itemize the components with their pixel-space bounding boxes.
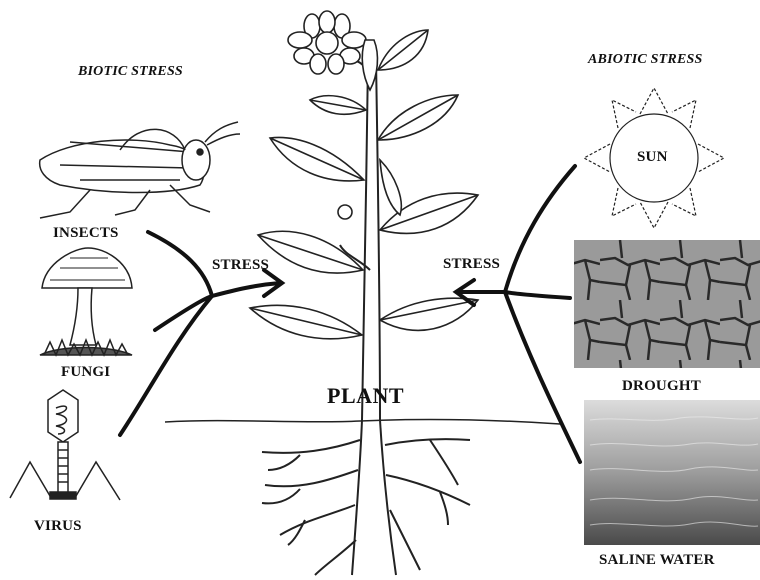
label-insects: INSECTS	[53, 225, 119, 242]
label-sun: SUN	[637, 149, 668, 166]
mushroom-icon	[40, 248, 132, 355]
abiotic-arrows	[456, 166, 580, 462]
label-drought: DROUGHT	[622, 378, 701, 395]
drought-photo	[574, 240, 760, 368]
saline-water-photo	[584, 400, 760, 545]
grasshopper-icon	[40, 122, 240, 218]
label-plant: PLANT	[327, 383, 404, 409]
virus-icon	[10, 390, 120, 500]
label-stress-right: STRESS	[443, 256, 500, 273]
biotic-stress-header: BIOTIC STRESS	[78, 64, 183, 80]
label-virus: VIRUS	[34, 518, 82, 535]
label-stress-left: STRESS	[212, 257, 269, 274]
plant-roots	[262, 420, 470, 575]
label-fungi: FUNGI	[61, 364, 110, 381]
abiotic-stress-header: ABIOTIC STRESS	[588, 52, 702, 68]
flower-icon	[288, 11, 377, 90]
label-saline-water: SALINE WATER	[599, 552, 715, 569]
